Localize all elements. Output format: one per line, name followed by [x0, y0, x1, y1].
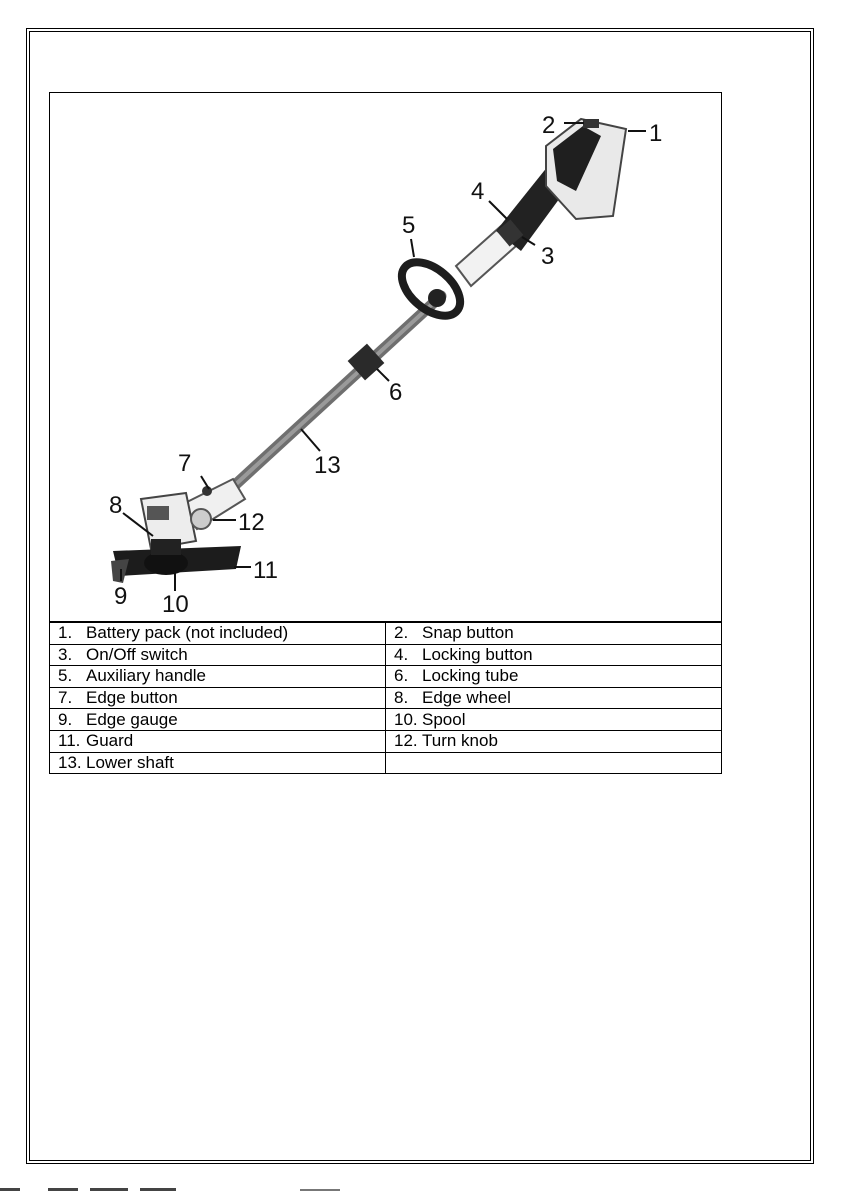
part-label: Spool: [422, 710, 465, 729]
part-number: 1.: [58, 623, 86, 643]
parts-legend-table: 1.Battery pack (not included) 2.Snap but…: [49, 622, 722, 774]
table-cell: 13.Lower shaft: [50, 752, 386, 774]
part-number: 9.: [58, 710, 86, 730]
callout-3: 3: [541, 243, 554, 270]
callout-11: 11: [253, 557, 278, 584]
string-trimmer-illustration: 2 1 4 3 5 6 7 8 9 10 11 12 13: [50, 93, 721, 621]
part-label: Snap button: [422, 623, 514, 642]
table-cell: 12.Turn knob: [386, 730, 722, 752]
callout-2: 2: [542, 112, 555, 139]
cropped-footer-strip: [0, 1185, 843, 1191]
table-row: 11.Guard 12.Turn knob: [50, 730, 722, 752]
edge-wheel: [151, 539, 181, 555]
part-label: Locking tube: [422, 666, 518, 685]
callout-8: 8: [109, 492, 122, 519]
part-number: 6.: [394, 666, 422, 686]
table-row: 9.Edge gauge 10.Spool: [50, 709, 722, 731]
part-number: 11.: [58, 731, 86, 751]
part-label: Edge gauge: [86, 710, 178, 729]
table-row: 7.Edge button 8.Edge wheel: [50, 687, 722, 709]
callout-9: 9: [114, 583, 127, 610]
product-figure: 2 1 4 3 5 6 7 8 9 10 11 12 13: [49, 92, 722, 622]
table-row: 13.Lower shaft: [50, 752, 722, 774]
part-label: Lower shaft: [86, 753, 174, 772]
turn-knob: [191, 509, 211, 529]
table-cell: [386, 752, 722, 774]
snap-button: [583, 119, 599, 128]
part-number: 10.: [394, 710, 422, 730]
part-label: Turn knob: [422, 731, 498, 750]
table-cell: 10.Spool: [386, 709, 722, 731]
table-row: 1.Battery pack (not included) 2.Snap but…: [50, 623, 722, 645]
part-number: 13.: [58, 753, 86, 773]
part-number: 7.: [58, 688, 86, 708]
table-cell: 2.Snap button: [386, 623, 722, 645]
table-row: 3.On/Off switch 4.Locking button: [50, 644, 722, 666]
part-label: Battery pack (not included): [86, 623, 288, 642]
part-label: Edge wheel: [422, 688, 511, 707]
table-cell: 5.Auxiliary handle: [50, 666, 386, 688]
part-number: 8.: [394, 688, 422, 708]
callout-7: 7: [178, 450, 191, 477]
part-label: Guard: [86, 731, 133, 750]
part-label: Locking button: [422, 645, 533, 664]
callout-10: 10: [162, 591, 189, 618]
callout-6: 6: [389, 379, 402, 406]
table-cell: 8.Edge wheel: [386, 687, 722, 709]
table-cell: 3.On/Off switch: [50, 644, 386, 666]
callout-12: 12: [238, 509, 265, 536]
table-cell: 7.Edge button: [50, 687, 386, 709]
callout-1: 1: [649, 120, 662, 147]
table-cell: 4.Locking button: [386, 644, 722, 666]
part-number: 5.: [58, 666, 86, 686]
part-label: Auxiliary handle: [86, 666, 206, 685]
table-cell: 9.Edge gauge: [50, 709, 386, 731]
table-row: 5.Auxiliary handle 6.Locking tube: [50, 666, 722, 688]
part-number: 12.: [394, 731, 422, 751]
table-cell: 6.Locking tube: [386, 666, 722, 688]
callout-4: 4: [471, 178, 484, 205]
table-cell: 11.Guard: [50, 730, 386, 752]
part-number: 3.: [58, 645, 86, 665]
part-number: 4.: [394, 645, 422, 665]
callout-5: 5: [402, 212, 415, 239]
part-label: On/Off switch: [86, 645, 188, 664]
callout-13: 13: [314, 452, 341, 479]
table-cell: 1.Battery pack (not included): [50, 623, 386, 645]
part-label: Edge button: [86, 688, 178, 707]
part-number: 2.: [394, 623, 422, 643]
